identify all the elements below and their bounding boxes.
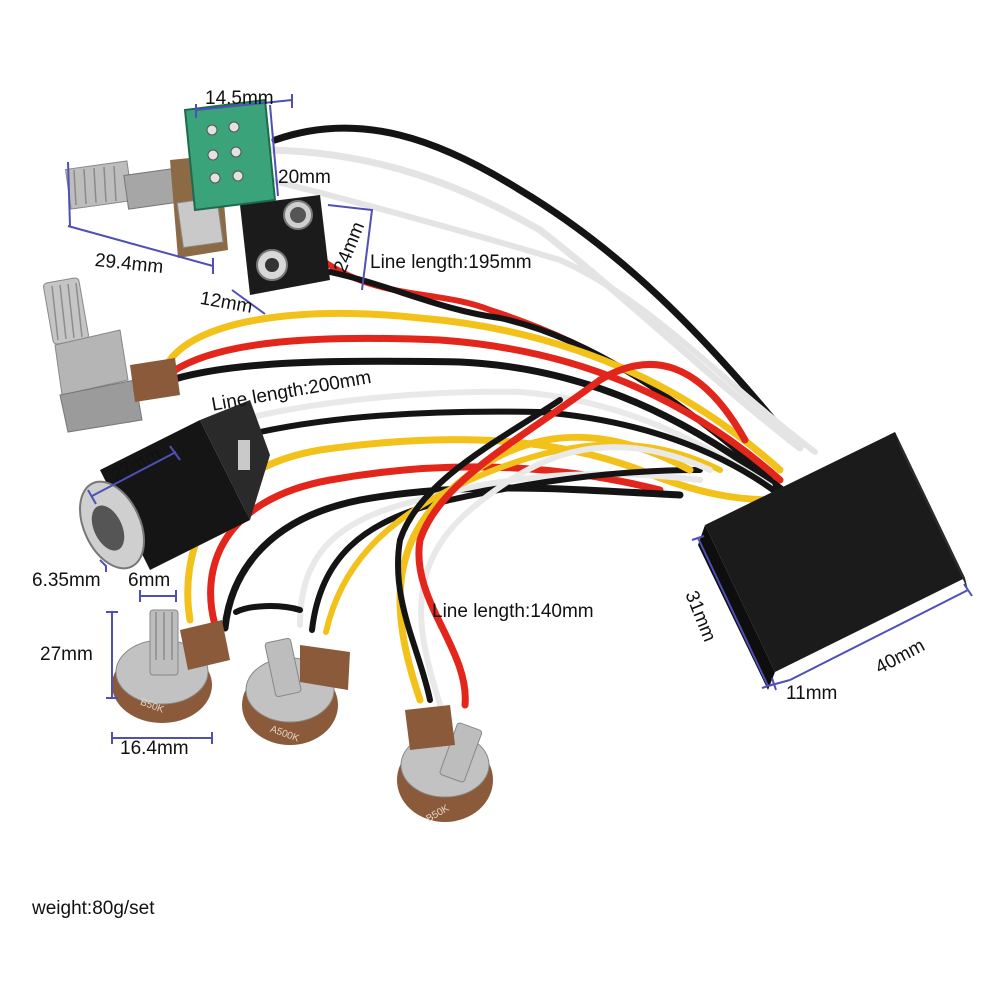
pot-bottom-middle: A500K (242, 637, 350, 745)
pot-bottom-left: B50K (112, 609, 230, 723)
box-depth-label: 11mm (786, 683, 838, 704)
preamp-box (698, 432, 968, 690)
weight-label: weight:80g/set (32, 898, 155, 919)
pot-height-label: 27mm (40, 644, 93, 665)
pot-top (43, 277, 180, 433)
battery-line-length-label: Line length:195mm (370, 252, 532, 273)
switch-width-label: 14.5mm (205, 88, 274, 109)
dimension-lines (67, 94, 973, 744)
switch-pot (64, 98, 277, 258)
pots-line-length-label: Line length:140mm (432, 601, 594, 622)
battery-snap (240, 195, 330, 295)
output-jack (79, 400, 270, 570)
pot-bottom-right: B50K (397, 705, 493, 825)
pot-shaft-label: 6mm (128, 570, 171, 591)
switch-height-label: 20mm (278, 167, 331, 188)
jack-diameter-label: 6.35mm (32, 570, 101, 591)
pot-width-label: 16.4mm (120, 738, 189, 759)
